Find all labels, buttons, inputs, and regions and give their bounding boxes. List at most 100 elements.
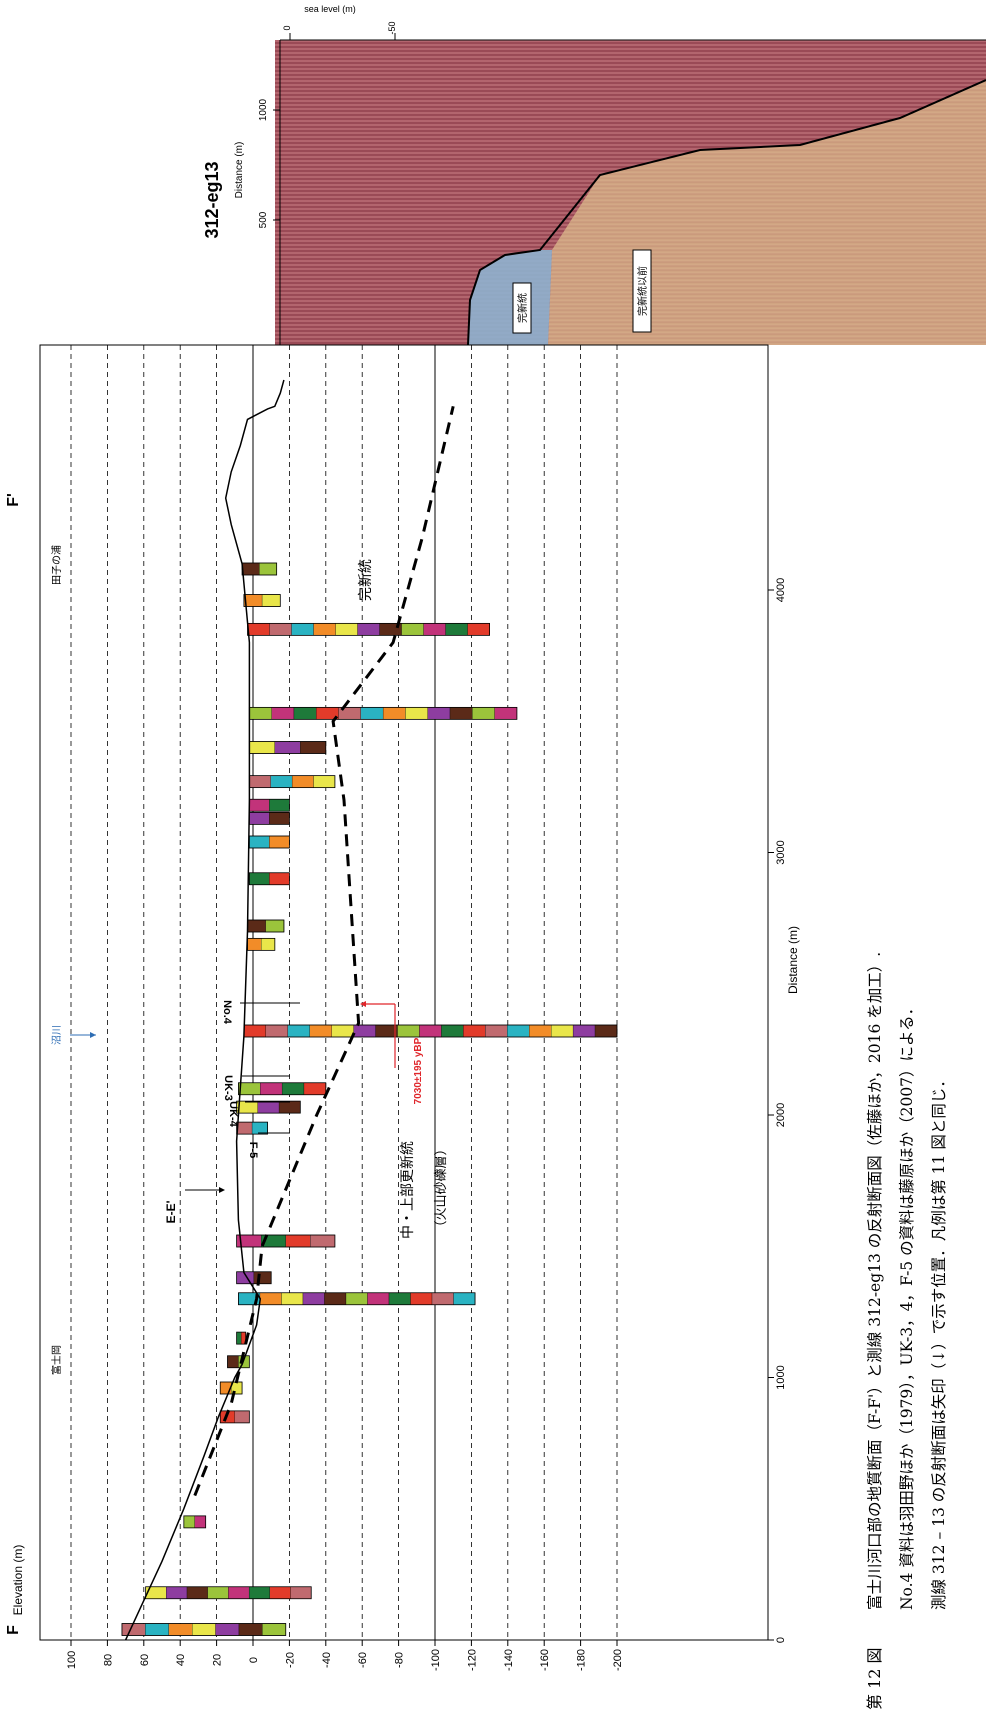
place-label-numagawa: 沼川 <box>50 1025 63 1045</box>
borehole-segment <box>310 1234 336 1248</box>
borehole-segment <box>220 1381 232 1395</box>
elevation-tick-label: 60 <box>139 1654 151 1666</box>
borehole-outline <box>236 1234 336 1248</box>
borehole-segment <box>382 707 406 720</box>
river-arrow-head <box>90 1032 96 1038</box>
borehole-segment <box>249 741 275 754</box>
borehole-segment <box>194 1515 206 1529</box>
borehole-column <box>243 1024 618 1038</box>
borehole-segment <box>324 1292 347 1305</box>
holocene-label-box <box>512 282 532 334</box>
borehole-segment <box>291 623 314 636</box>
borehole-segment <box>281 1292 304 1305</box>
borehole-segment <box>313 775 336 788</box>
borehole-outline <box>238 1082 327 1096</box>
elevation-tick-label: 80 <box>102 1654 114 1666</box>
borehole-segment <box>215 1623 240 1636</box>
borehole-segment <box>431 1292 454 1305</box>
borehole-segment <box>281 1082 305 1095</box>
borehole-segment <box>262 1623 286 1636</box>
borehole-segment <box>441 1024 464 1038</box>
borehole-segment <box>529 1024 552 1038</box>
borehole-outline <box>121 1623 287 1636</box>
borehole-column <box>236 1331 247 1345</box>
place-label-tagonoura: 田子の浦 <box>50 545 63 585</box>
radiocarbon-date-marker: 7030±195 yBP <box>360 1001 424 1104</box>
borehole-segment <box>249 812 270 825</box>
borehole-name-labels: No.4 UK-3 UK-4 F-5 <box>221 1000 300 1158</box>
elevation-tick-label: -60 <box>357 1652 369 1668</box>
borehole-segment <box>249 872 270 885</box>
figure-number: 第 12 図 <box>865 1647 884 1710</box>
borehole-segment <box>253 1271 272 1284</box>
caption-line: 富士川河口部の地質断面（F-F'）と測線 312-eg13 の反射断面図（佐藤ほ… <box>866 952 884 1610</box>
borehole-segment <box>186 1586 208 1599</box>
borehole-segment <box>261 594 281 607</box>
borehole-segment <box>270 775 293 788</box>
borehole-segment <box>183 1515 195 1529</box>
borehole-segment <box>274 741 301 754</box>
borehole-segment <box>261 938 275 951</box>
borehole-segment <box>248 1586 270 1599</box>
borehole-segment <box>249 835 270 849</box>
borehole-segment <box>423 623 446 636</box>
borehole-segment <box>259 562 277 576</box>
borehole-outline <box>236 1100 301 1114</box>
borehole-segment <box>265 1024 288 1038</box>
borehole-segment <box>247 938 262 951</box>
borehole-segment <box>249 775 271 788</box>
borehole-segment <box>238 1082 261 1095</box>
borehole-segment <box>300 741 326 754</box>
section-end-label: F' <box>5 493 22 507</box>
borehole-outline <box>227 1355 250 1369</box>
borehole-segment <box>207 1586 229 1599</box>
borehole-label: F-5 <box>247 1142 259 1159</box>
borehole-segment <box>269 812 290 825</box>
borehole-segment <box>551 1024 574 1038</box>
borehole-segment <box>247 623 270 636</box>
seafloor-line <box>467 79 986 346</box>
borehole-segment <box>269 623 292 636</box>
seismic-depth-tick: 0 <box>282 25 292 30</box>
borehole-segment <box>357 623 380 636</box>
borehole-segment <box>265 919 285 933</box>
borehole-column <box>145 1586 312 1600</box>
borehole-column <box>243 594 281 607</box>
borehole-outline <box>219 1381 243 1395</box>
seismic-distance-tick: 500 <box>258 211 269 228</box>
figure-caption: 第 12 図 富士川河口部の地質断面（F-F'）と測線 312-eg13 の反射… <box>865 952 948 1710</box>
elevation-tick-label: -160 <box>539 1649 551 1671</box>
borehole-segment <box>367 1292 390 1305</box>
borehole-segment <box>472 707 495 720</box>
borehole-segment <box>247 919 266 933</box>
borehole-column <box>227 1355 250 1369</box>
elevation-tick-label: -80 <box>394 1652 406 1668</box>
borehole-segment <box>313 623 336 636</box>
borehole-segment <box>287 1024 310 1038</box>
borehole-column <box>248 835 290 849</box>
borehole-segment <box>427 707 451 720</box>
borehole-label: UK-4 <box>227 1101 239 1128</box>
elevation-tick-label: -40 <box>321 1652 333 1668</box>
cross-ref-label: E-E' <box>164 1200 178 1223</box>
borehole-column <box>236 1234 336 1248</box>
borehole-segment <box>303 1082 326 1095</box>
borehole-segment <box>331 1024 354 1038</box>
borehole-outline <box>219 1410 250 1424</box>
pre-holocene-zone <box>548 80 986 345</box>
borehole-segment <box>494 707 518 720</box>
borehole-segment <box>405 707 428 720</box>
borehole-outline <box>183 1515 207 1529</box>
elevation-tick-label: -20 <box>284 1652 296 1668</box>
borehole-segment <box>594 1024 618 1038</box>
borehole-column <box>121 1623 287 1636</box>
borehole-segment <box>291 775 314 788</box>
borehole-outline <box>236 1271 272 1285</box>
borehole-segment <box>453 1292 476 1305</box>
borehole-segment <box>335 623 358 636</box>
borehole-segment <box>269 1586 291 1599</box>
y-axis-label: Elevation (m) <box>11 1545 25 1616</box>
borehole-segment <box>192 1623 216 1636</box>
